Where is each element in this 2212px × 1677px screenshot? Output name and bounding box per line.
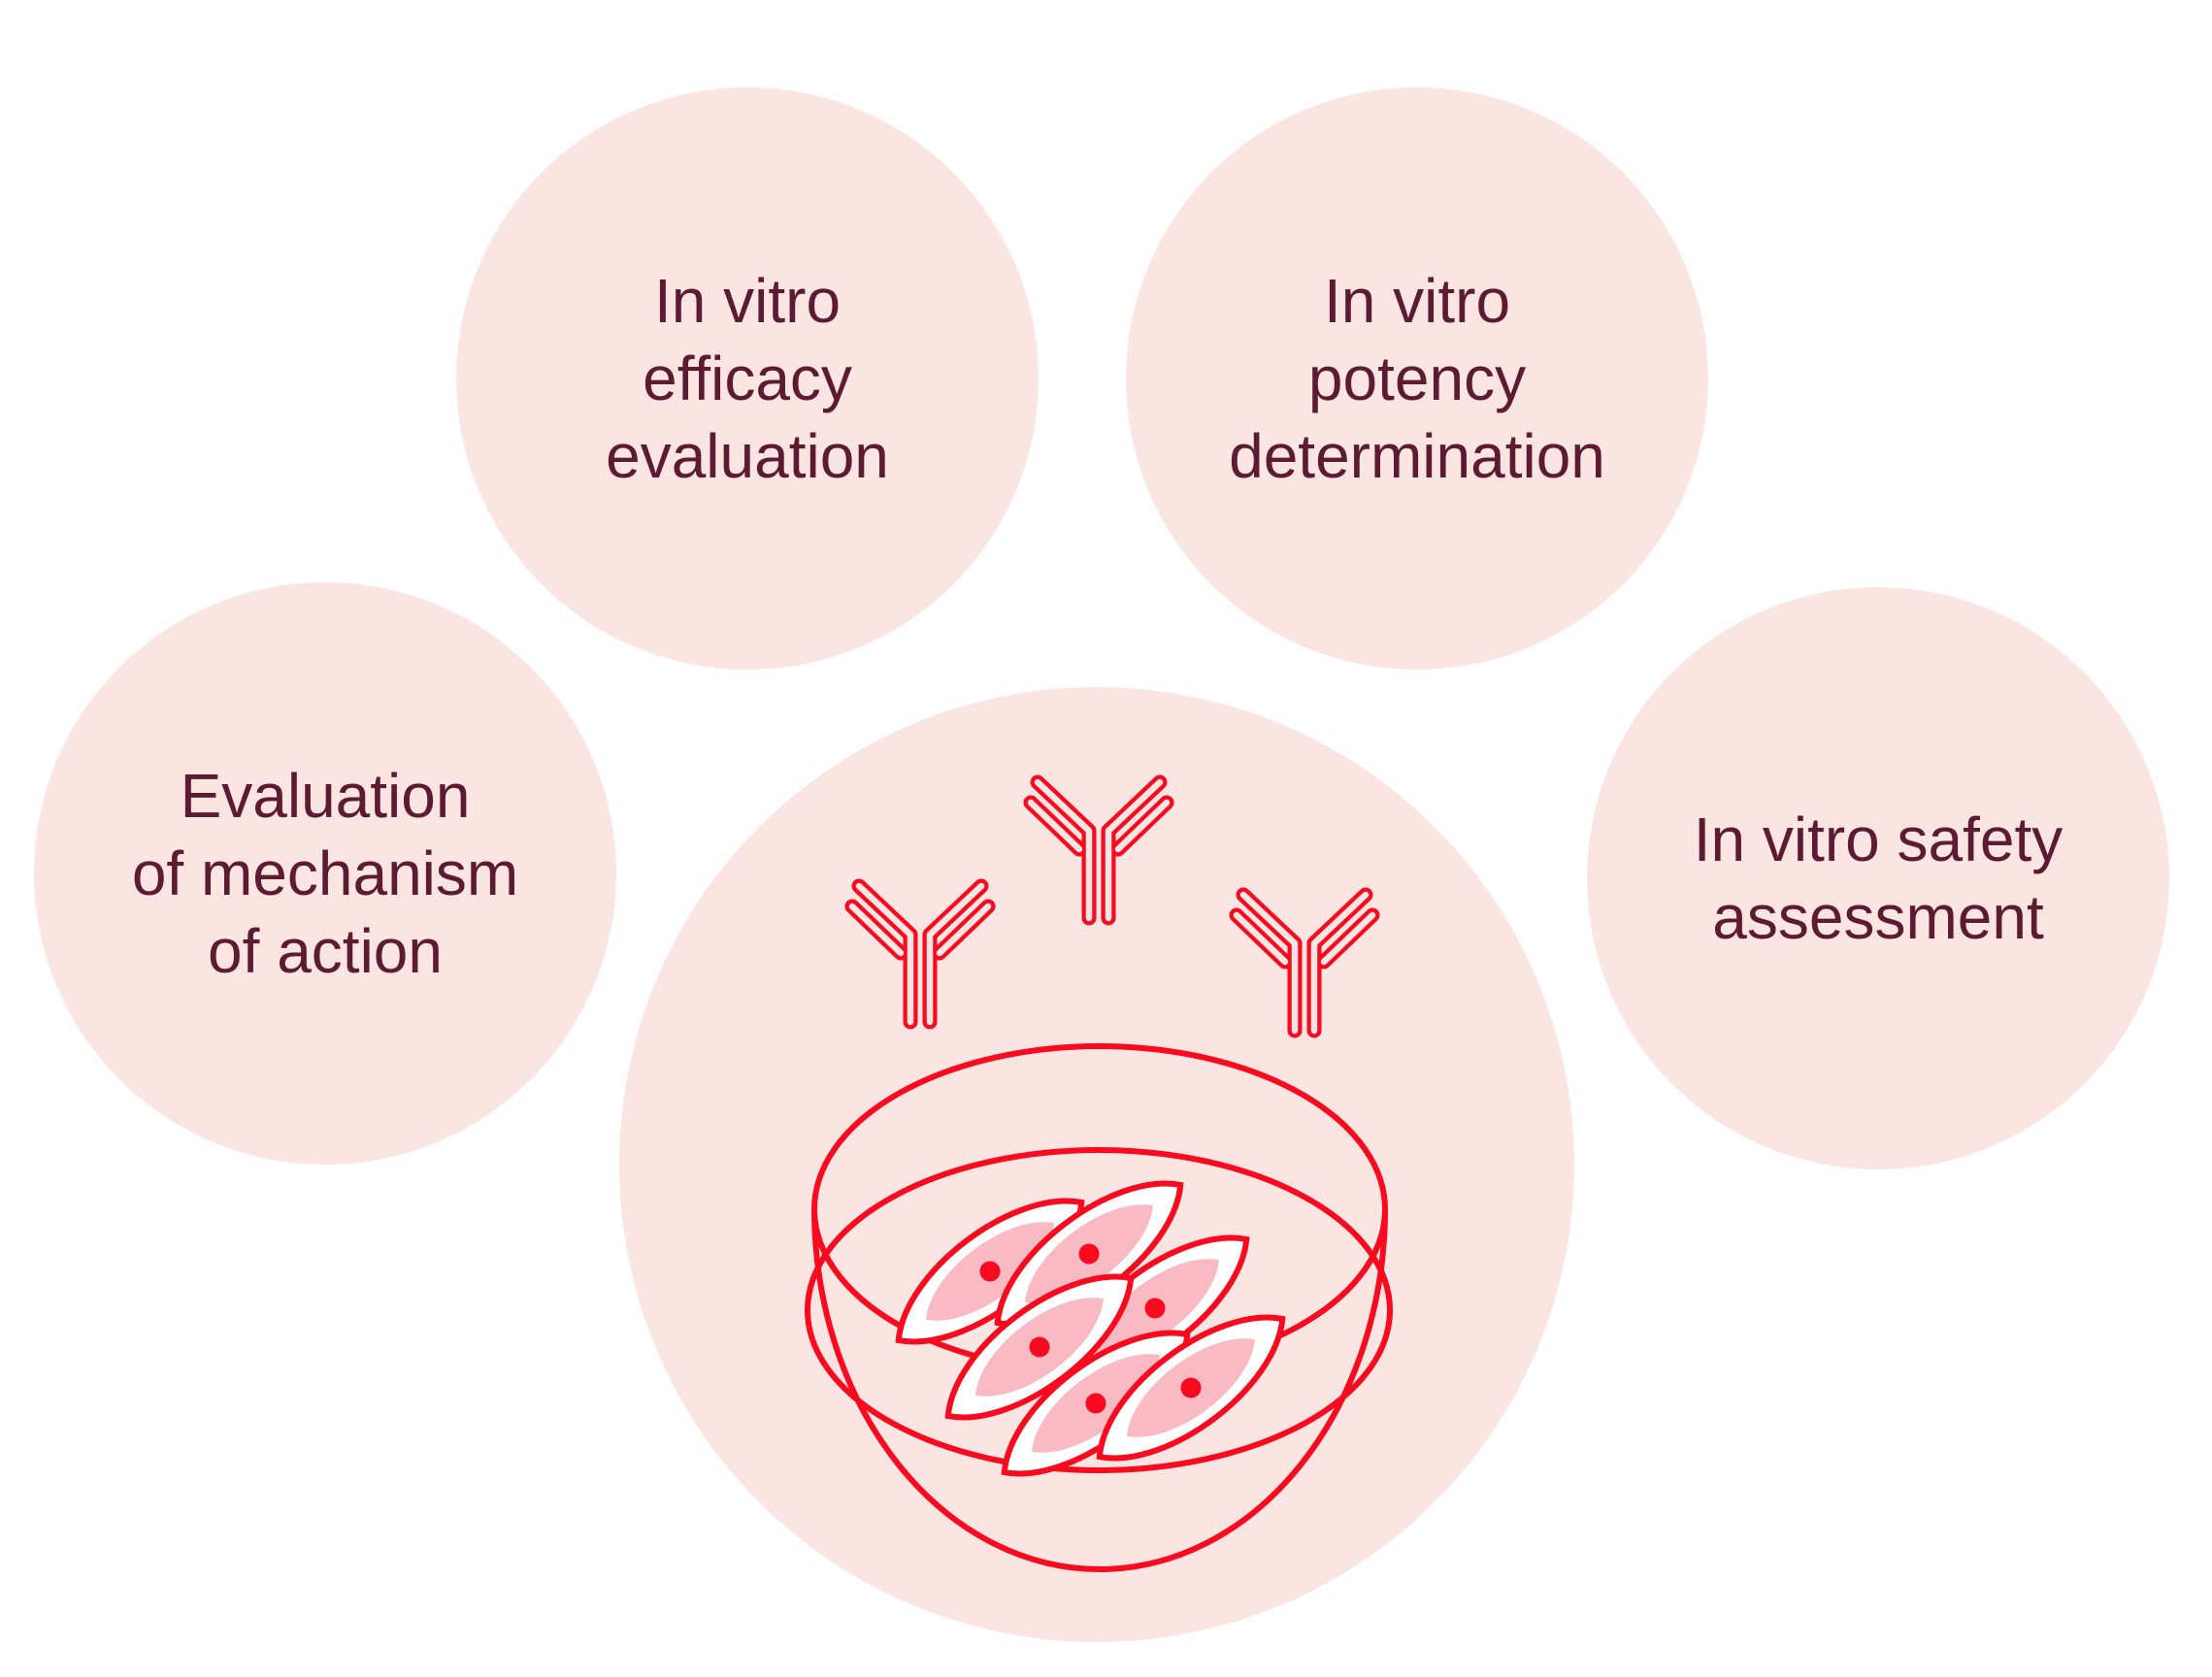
antibody-icon <box>852 886 988 1022</box>
antibody-icon <box>1031 782 1167 918</box>
antibody-icon <box>1237 895 1372 1031</box>
bubble-safety: In vitro safety assessment <box>1587 587 2169 1169</box>
bubble-potency: In vitro potency determination <box>1126 87 1708 670</box>
label-line: of action <box>208 916 443 986</box>
label-line: evaluation <box>606 421 889 491</box>
bubble-mechanism-label: Evaluation of mechanism of action <box>132 757 518 990</box>
bubble-central-illustration <box>619 687 1574 1642</box>
label-line: potency <box>1307 344 1527 413</box>
label-line: In vitro <box>1323 266 1511 336</box>
label-line: determination <box>1229 421 1605 491</box>
label-line: In vitro safety <box>1693 805 2063 874</box>
label-line: efficacy <box>643 344 852 413</box>
label-line: assessment <box>1712 882 2044 952</box>
bubble-mechanism: Evaluation of mechanism of action <box>34 582 616 1165</box>
label-line: Evaluation <box>180 761 471 831</box>
label-line: of mechanism <box>131 838 519 908</box>
antibodies-petri-dish-illustration <box>805 687 1393 1572</box>
bubble-efficacy: In vitro efficacy evaluation <box>456 87 1039 670</box>
bubble-potency-label: In vitro potency determination <box>1229 262 1605 495</box>
bubble-safety-label: In vitro safety assessment <box>1694 801 2063 956</box>
bubble-efficacy-label: In vitro efficacy evaluation <box>606 262 889 495</box>
label-line: In vitro <box>653 266 842 336</box>
